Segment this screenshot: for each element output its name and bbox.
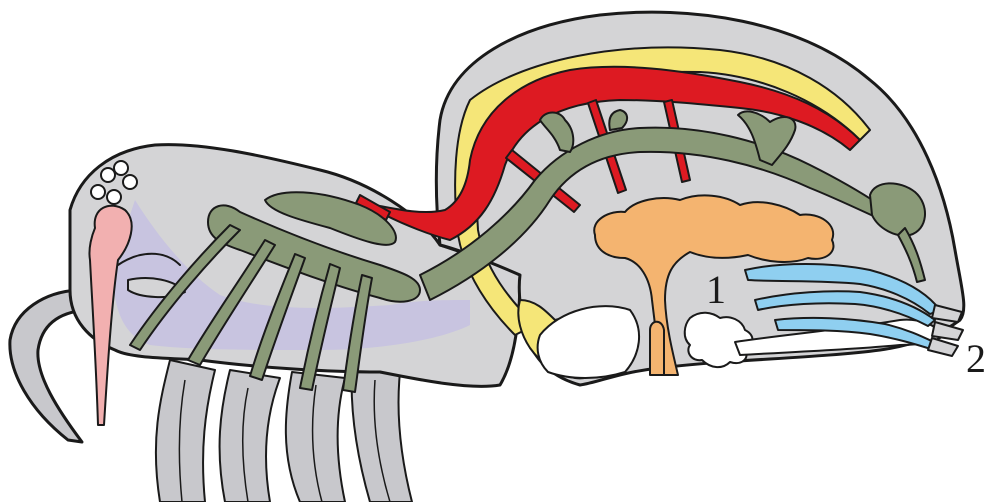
- orange-small: [650, 322, 664, 375]
- eye-1: [101, 168, 115, 182]
- eye-3: [123, 175, 137, 189]
- spinneret-2: [932, 322, 963, 340]
- eye-5: [107, 190, 121, 204]
- spinnerets: [928, 305, 963, 356]
- legs: [156, 360, 412, 502]
- leg-4: [352, 366, 412, 502]
- spinneret-3: [928, 338, 958, 356]
- eye-4: [91, 185, 105, 199]
- leg-2: [220, 370, 280, 502]
- label-2: 2: [966, 336, 986, 381]
- eye-2: [114, 161, 128, 175]
- label-1: 1: [706, 267, 726, 312]
